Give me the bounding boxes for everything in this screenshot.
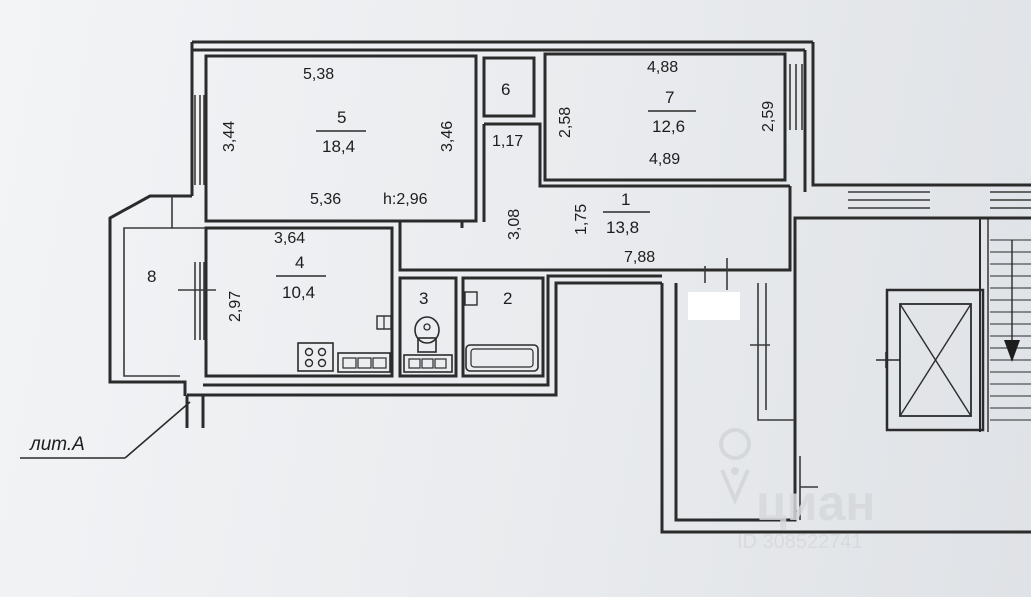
watermark: циан ID 308522741 [719, 428, 875, 553]
room-3-outline [398, 276, 458, 378]
room-6-number: 6 [501, 80, 510, 99]
reference-label: лит.А [29, 434, 85, 455]
room-5-dim-bottom: 5,36 [310, 191, 341, 208]
room-5-outline [204, 54, 478, 223]
room-1-dim-c: 1,75 [573, 204, 590, 235]
room-5-dim-left: 3,44 [221, 121, 238, 152]
room-7-dim-bottom: 4,89 [649, 151, 680, 168]
window-room-5 [194, 95, 205, 185]
bath-tap-icon [464, 291, 478, 306]
redaction-patch [688, 292, 740, 320]
outer-walls [185, 40, 1031, 428]
location-pin-icon [719, 428, 752, 506]
room-1-dim-d: 7,88 [624, 249, 655, 266]
room-1-walls [398, 122, 792, 290]
window-room-7 [789, 64, 803, 130]
balcony-room-8 [108, 194, 206, 396]
room-7-outline [543, 52, 787, 182]
room-7-number: 7 [665, 88, 674, 107]
room-7-dim-right: 2,59 [760, 101, 777, 132]
watermark-id: ID 308522741 [737, 531, 863, 553]
bathtub-icon [465, 344, 539, 372]
room-1-dim-a: 1,17 [492, 133, 523, 150]
room-4-number: 4 [295, 253, 304, 272]
room-6-outline [482, 56, 536, 118]
room-4-dim-top: 3,64 [274, 230, 305, 247]
stairwell [660, 191, 1031, 534]
room-5-height: h:2,96 [383, 191, 428, 208]
reference-leader [20, 401, 191, 459]
room-4-area: 10,4 [282, 283, 315, 302]
window-room-4 [178, 262, 216, 340]
room-4-outline [204, 226, 394, 378]
room-2-number: 2 [503, 289, 512, 308]
elevator-icon [876, 288, 985, 432]
room-5-dim-right: 3,46 [439, 121, 456, 152]
room-1-area: 13,8 [606, 218, 639, 237]
wc-sink-icon [403, 354, 453, 373]
stove-icon [297, 342, 334, 372]
tap-icon [376, 315, 392, 330]
stairs-icon [979, 218, 1031, 432]
room-1-number: 1 [621, 190, 630, 209]
room-7-dim-left: 2,58 [557, 107, 574, 138]
watermark-brand: циан [756, 475, 875, 531]
room-1-dim-b: 3,08 [506, 209, 523, 240]
stairs-arrow-icon [1004, 340, 1020, 362]
room-7-area: 12,6 [652, 117, 685, 136]
room-5-dim-top: 5,38 [303, 66, 334, 83]
toilet-icon [414, 316, 440, 353]
room-3-number: 3 [419, 289, 428, 308]
room-2-outline [461, 276, 545, 378]
room-5-area: 18,4 [322, 137, 355, 156]
room-5-number: 5 [337, 108, 346, 127]
kitchen-sink-icon [337, 352, 391, 373]
room-7-dim-top: 4,88 [647, 59, 678, 76]
room-4-dim-left: 2,97 [227, 291, 244, 322]
room-8-number: 8 [147, 267, 156, 286]
